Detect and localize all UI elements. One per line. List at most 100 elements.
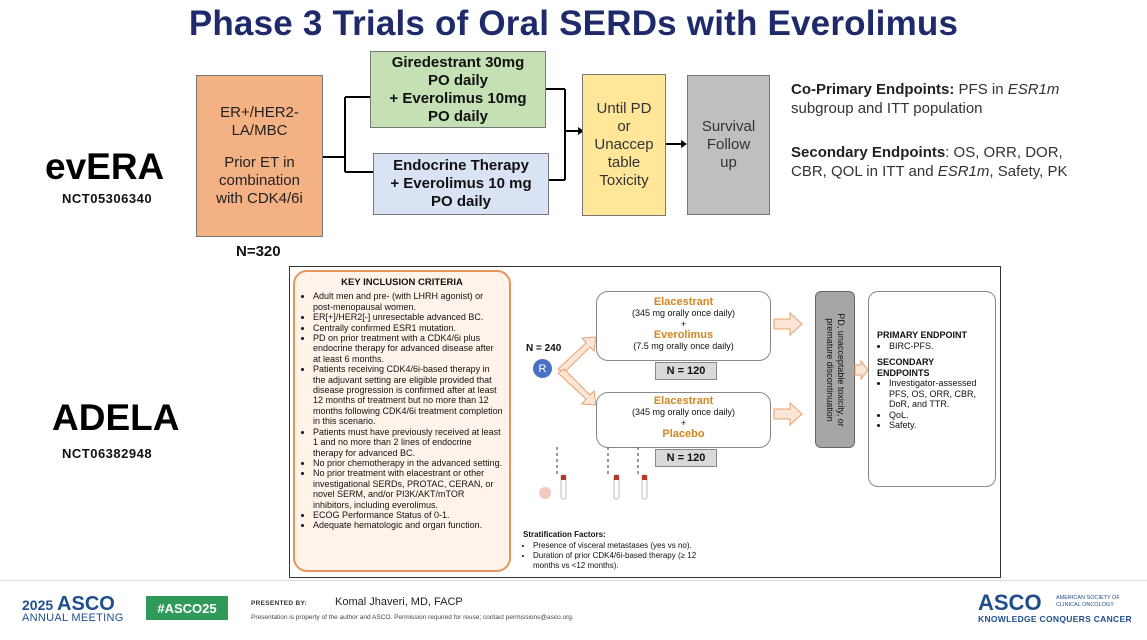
population-line: with CDK4/6i [216,190,303,207]
randomization-circle: R [533,359,552,378]
population-line: ER+/HER2- [220,104,299,121]
arm-arrows [773,312,803,427]
arm-line: PO daily [427,107,489,125]
criteria-item: ECOG Performance Status of 0-1. [313,510,503,520]
adela-arm1-n: N = 120 [655,362,717,380]
society-line: AMERICAN SOCIETY OF [1056,595,1120,601]
until-line: Until PD [596,100,652,117]
everera-arm-endocrine: Endocrine Therapy + Everolimus 10 mg PO … [373,153,549,215]
criteria-item: PD on prior treatment with a CDK4/6i plu… [313,333,503,364]
adela-stratification: Stratification Factors: Presence of visc… [523,530,723,571]
adela-pd-box: PD, unacceptable toxicity, or premature … [815,291,855,448]
arm-line: PO daily [427,71,489,89]
primary-endpoint-item: BIRC-PFS. [889,341,989,352]
arm-drug: Placebo [662,428,705,440]
arm-plus: + [680,418,687,428]
secondary-endpoint-item: Investigator-assessed PFS, OS, ORR, CBR,… [889,378,989,410]
until-line: or [617,118,631,135]
until-line: Unaccep [594,136,654,153]
pd-arrow [854,360,869,380]
secondary-label: Secondary Endpoints [791,144,946,161]
hashtag-badge: #ASCO25 [146,596,228,620]
adela-trial-name: ADELA [52,397,180,438]
everera-secondary-endpoints: Secondary Endpoints: OS, ORR, DOR, CBR, … [791,143,1091,181]
everera-until-pd-box: Until PD or Unaccep table Toxicity [582,74,666,216]
footer-asco-right: ASCO [978,590,1042,615]
criteria-item: ER[+]/HER2[-] unresectable advanced BC. [313,312,503,322]
population-line: combination [219,172,300,189]
secondary-text: : OS, ORR, DOR, CBR, QOL in ITT and [791,144,1063,180]
arm-line: + Everolimus 10 mg [390,175,532,192]
adela-arm-everolimus: Elacestrant (345 mg orally once daily) +… [596,291,771,361]
footer-year: 2025 [22,597,54,613]
criteria-title: KEY INCLUSION CRITERIA [341,277,463,288]
adela-n-total: N = 240 [526,343,562,354]
randomization-arrows [557,336,597,406]
population-line: Prior ET in [224,154,295,171]
arm-drug: Everolimus [653,329,714,341]
society-line: CLINICAL ONCOLOGY [1056,602,1114,608]
secondary-italic: ESR1m [937,163,990,180]
coprimary-text: PFS in [954,81,1008,98]
criteria-item: Patients must have previously received a… [313,427,503,458]
strat-item: Duration of prior CDK4/6i-based therapy … [533,551,723,571]
survival-line: up [720,154,737,171]
arm-line: + Everolimus 10mg [389,89,527,107]
adela-endpoints-box: PRIMARY ENDPOINT BIRC-PFS. SECONDARY END… [868,291,996,487]
pd-line: PD, unacceptable toxicity, or [836,312,846,427]
survival-line: Follow [706,136,751,153]
footer-divider [0,580,1147,581]
everera-survival-box: Survival Follow up [687,75,770,215]
criteria-item: Centrally confirmed ESR1 mutation. [313,323,503,333]
arm-dose: (7.5 mg orally once daily) [633,341,734,351]
arm-line: Endocrine Therapy [393,157,529,174]
adela-nct: NCT06382948 [62,446,153,461]
footer-asco: ASCO [57,593,115,615]
adela-inclusion-criteria: KEY INCLUSION CRITERIA Adult men and pre… [293,270,511,572]
criteria-item: Patients receiving CDK4/6i-based therapy… [313,364,503,426]
population-line: LA/MBC [231,122,288,139]
everera-nct: NCT05306340 [62,191,153,206]
criteria-item: Adult men and pre- (with LHRH agonist) o… [313,291,503,312]
strat-item: Presence of visceral metastases (yes vs … [533,541,723,551]
secondary-endpoint-label: SECONDARY [877,357,935,367]
strat-title: Stratification Factors: [523,530,606,539]
survival-line: Survival [701,118,756,135]
arm-drug: Elacestrant [653,395,714,407]
page-title: Phase 3 Trials of Oral SERDs with Everol… [188,4,959,43]
everera-coprimary-endpoints: Co-Primary Endpoints: PFS in ESR1m subgr… [791,80,1111,118]
arm-dose: (345 mg orally once daily) [631,407,736,417]
presenter-name: Komal Jhaveri, MD, FACP [335,596,463,608]
adela-arm2-n: N = 120 [655,449,717,467]
until-line: table [607,154,641,171]
everera-trial-name: evERA [45,146,165,187]
disclaimer: Presentation is property of the author a… [251,614,574,621]
footer-annual-meeting: ANNUAL MEETING [22,612,124,624]
tagline: KNOWLEDGE CONQUERS CANCER [978,614,1132,624]
pd-line: premature discontinuation [825,317,835,422]
sample-tubes-illustration [539,447,648,500]
coprimary-italic: ESR1m [1007,81,1060,98]
coprimary-text-2: subgroup and ITT population [791,100,983,117]
everera-arm-giredestrant: Giredestrant 30mg PO daily + Everolimus … [370,51,546,128]
until-line: Toxicity [599,172,649,189]
everera-n: N=320 [236,243,281,260]
adela-arm-placebo: Elacestrant (345 mg orally once daily) +… [596,392,771,448]
arm-line: PO daily [430,193,492,210]
secondary-endpoint-label-2: ENDPOINTS [877,367,930,378]
coprimary-label: Co-Primary Endpoints: [791,81,955,98]
society-name: AMERICAN SOCIETY OF CLINICAL ONCOLOGY [1056,595,1120,609]
secondary-text-2: , Safety, PK [989,163,1068,180]
criteria-item: Adequate hematologic and organ function. [313,520,503,530]
secondary-endpoint-item: QoL. [889,410,989,421]
footer-asco-left: 2025 ASCO [22,593,115,616]
arm-line: Giredestrant 30mg [391,53,525,71]
arm-dose: (345 mg orally once daily) [631,308,736,318]
arm-drug: Elacestrant [653,296,714,308]
everera-population-box: ER+/HER2- LA/MBC Prior ET in combination… [196,75,323,237]
presented-by-label: PRESENTED BY: [251,600,308,607]
primary-endpoint-label: PRIMARY ENDPOINT [877,330,968,340]
secondary-endpoint-item: Safety. [889,420,989,431]
arm-plus: + [680,319,687,329]
criteria-item: No prior treatment with elacestrant or o… [313,468,503,510]
